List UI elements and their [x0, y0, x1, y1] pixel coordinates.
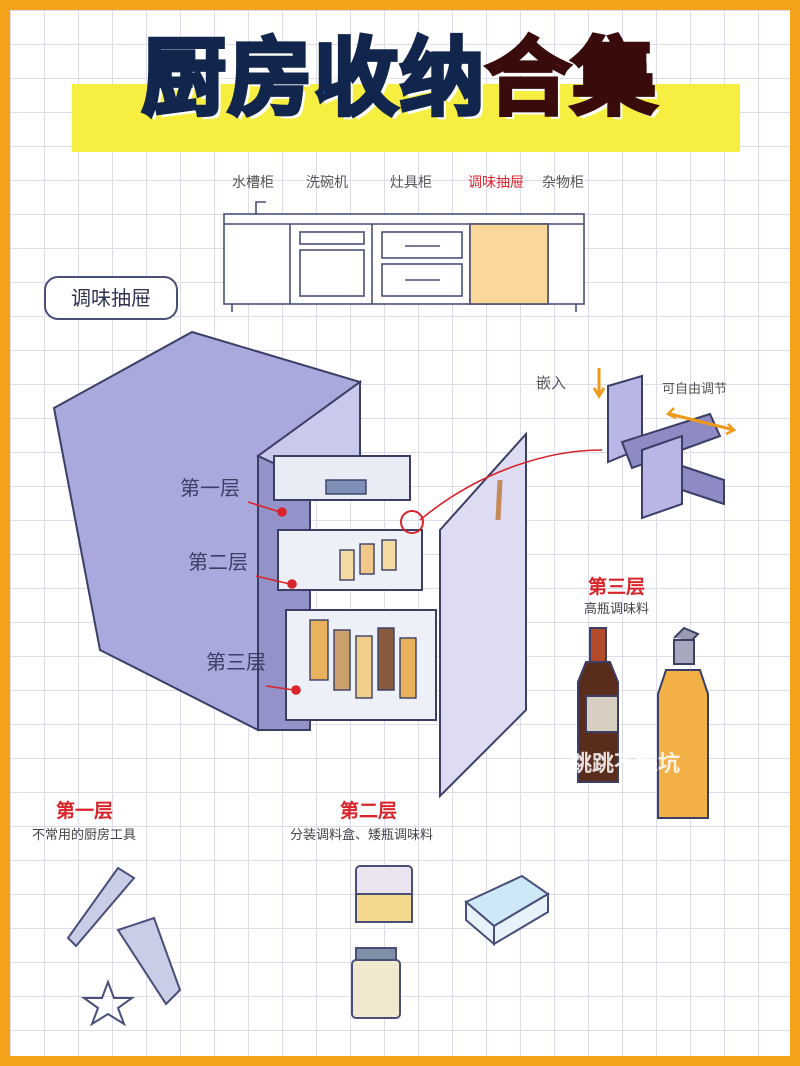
insert-bracket-illustration: [607, 374, 725, 520]
drawer-tag-first: 第一层: [180, 476, 240, 500]
page-title: 厨房收纳合集: [10, 27, 790, 129]
cabinet-label-seasoning: 调味抽屉: [468, 175, 524, 191]
kitchen-cabinet-lineup: [223, 201, 585, 312]
cabinet-label-dishwasher: 洗碗机: [306, 175, 348, 191]
detail-pointer-line: [419, 449, 603, 521]
first-layer-tools: [66, 866, 182, 1027]
drawer-tag-second: 第二层: [188, 550, 248, 574]
first-layer-desc: 不常用的厨房工具: [32, 828, 137, 843]
tall-bottles: [577, 626, 709, 819]
cabinet-label-stove: 灶具柜: [390, 175, 432, 191]
second-layer-containers: [351, 865, 550, 1019]
adjust-arrow: [669, 412, 735, 432]
drawer-tag-third: 第三层: [206, 650, 266, 674]
first-layer-title: 第一层: [56, 800, 114, 822]
layer-pointers: [247, 501, 301, 695]
third-layer-desc: 高瓶调味料: [584, 602, 650, 617]
cabinet-label-sink: 水槽柜: [232, 175, 274, 191]
cabinet-3d: [52, 330, 527, 799]
cabinet-label-storage: 杂物柜: [542, 175, 584, 191]
second-layer-desc: 分装调料盒、矮瓶调味料: [290, 828, 434, 843]
second-layer-title: 第二层: [340, 800, 398, 822]
illustration-canvas: [52, 201, 737, 1027]
title-part-2: 合集: [484, 27, 659, 129]
title-highlight-band: [72, 84, 740, 152]
section-pill: 调味抽屉: [44, 276, 178, 320]
third-layer-title: 第三层: [588, 576, 646, 598]
adjustable-annotation: 可自由调节: [662, 382, 728, 397]
watermark: 跳跳不踩坑: [570, 752, 681, 777]
title-part-1: 厨房收纳: [140, 27, 486, 129]
bottles-in-drawer: [309, 479, 417, 699]
insert-annotation: 嵌入: [536, 374, 567, 392]
